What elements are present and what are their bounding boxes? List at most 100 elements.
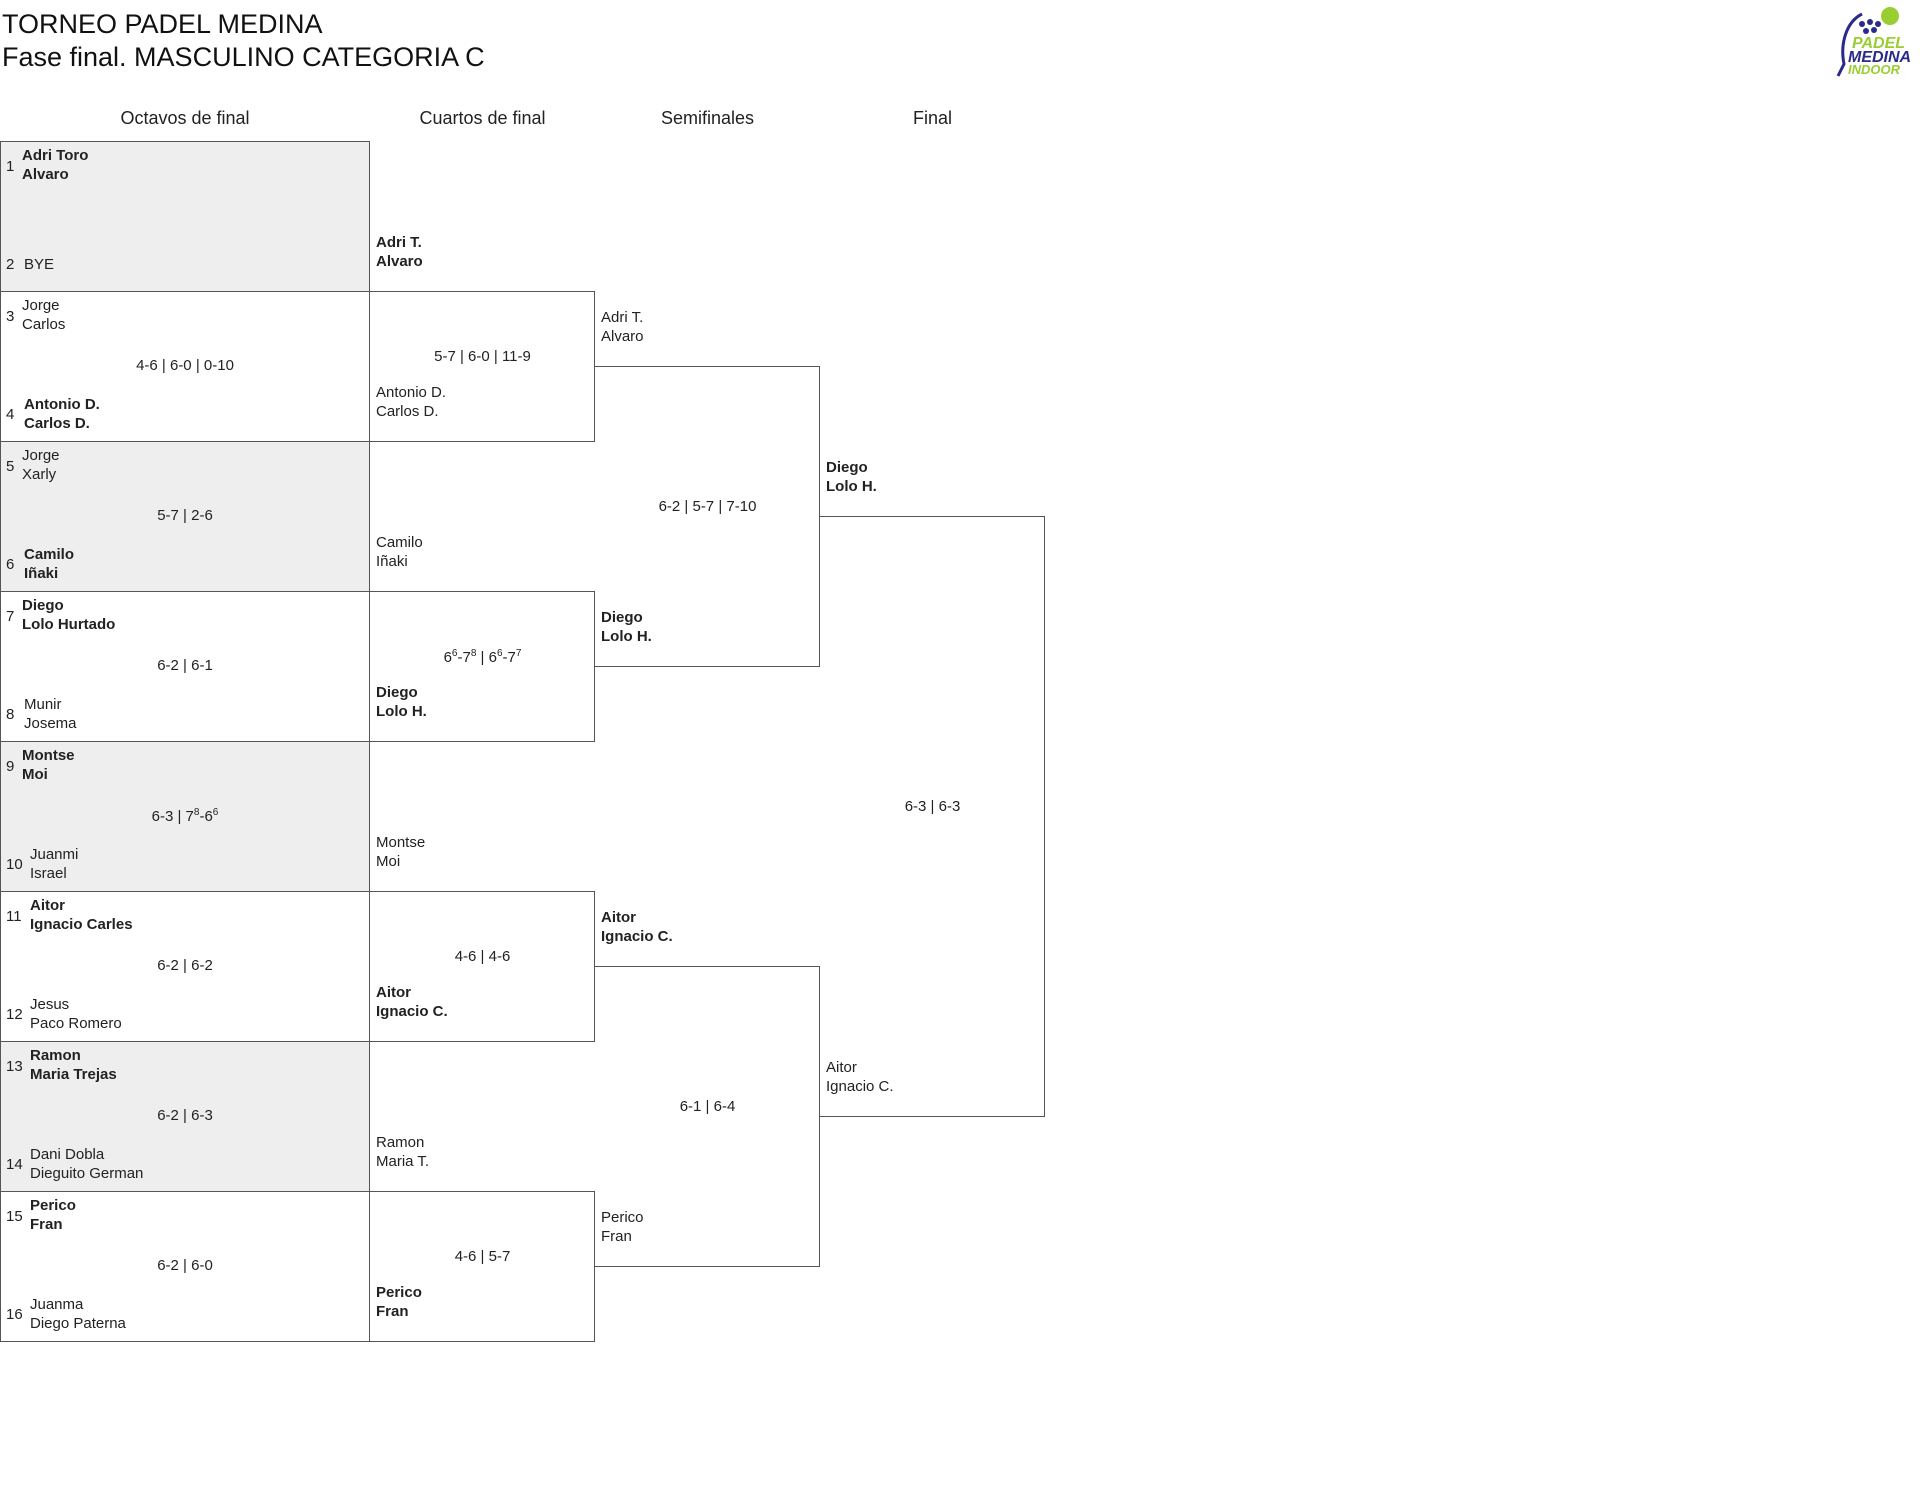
player-name: Ignacio C.	[826, 1078, 894, 1095]
player-name: Montse	[376, 834, 426, 851]
player-name: Jorge	[22, 297, 60, 314]
match-box-r16	[0, 441, 370, 592]
player-name: Jesus	[30, 996, 70, 1013]
player-name: Paco Romero	[30, 1015, 122, 1032]
match-score: 5-7 | 6-0 | 11-9	[434, 348, 531, 365]
match-score: 5-7 | 2-6	[157, 507, 213, 524]
player-name: Carlos	[22, 316, 66, 333]
player-name: Lolo H.	[376, 703, 427, 720]
seed-number: 9	[6, 758, 15, 775]
team-pair: Antonio D. Carlos D.	[24, 395, 100, 433]
player-name: Iñaki	[24, 565, 59, 582]
match-score: 66-78 | 66-77	[443, 648, 522, 666]
player-name: Ramon	[30, 1047, 81, 1064]
player-name: Carlos D.	[24, 415, 90, 432]
phase-title: Fase final. MASCULINO CATEGORIA C	[2, 42, 485, 72]
player-name: Perico	[601, 1209, 644, 1226]
player-name: Lolo H.	[601, 628, 652, 645]
player-name: Adri T.	[601, 309, 644, 326]
seed-number: 2	[6, 256, 15, 273]
player-name: Iñaki	[376, 553, 408, 570]
seed-number: 3	[6, 308, 15, 325]
player-name: Antonio D.	[376, 384, 447, 401]
svg-text:MEDINA: MEDINA	[1848, 49, 1911, 66]
match-score: 6-2 | 6-0	[157, 1257, 213, 1274]
match-score: 6-2 | 6-1	[157, 657, 213, 674]
connector-qf	[370, 291, 595, 442]
seed-number: 8	[6, 706, 15, 723]
player-name: Moi	[22, 766, 48, 783]
player-name: BYE	[24, 256, 55, 273]
player-name: Diego	[376, 684, 418, 701]
match-score: 4-6 | 4-6	[454, 948, 511, 965]
seed-number: 12	[6, 1006, 23, 1023]
seed-number: 11	[6, 908, 22, 925]
player-name: Maria Trejas	[30, 1066, 117, 1083]
player-name: Dani Dobla	[30, 1146, 105, 1163]
player-name: Juanmi	[30, 846, 79, 863]
player-name: Aitor	[601, 909, 636, 926]
player-name: Fran	[30, 1216, 63, 1233]
player-name: Dieguito German	[30, 1165, 144, 1182]
player-name: Diego	[826, 459, 868, 476]
connector-qf	[370, 1191, 595, 1342]
seed-number: 14	[6, 1156, 23, 1173]
player-name: Fran	[376, 1303, 409, 1320]
connector-qf	[370, 891, 595, 1042]
team-pair: BYE	[24, 255, 54, 274]
match-score: 4-6 | 5-7	[454, 1248, 511, 1265]
round-header-final: Final	[912, 108, 952, 128]
player-name: Munir	[24, 696, 62, 713]
team-pair: Adri T.Alvaro	[601, 308, 644, 346]
seed-number: 1	[6, 158, 15, 175]
player-name: Alvaro	[376, 253, 423, 270]
page-title: TORNEO PADEL MEDINA Fase final. MASCULIN…	[2, 8, 485, 74]
player-name: Aitor	[826, 1059, 857, 1076]
match-score: 6-3 | 78-66	[151, 807, 219, 825]
seed-number: 7	[6, 608, 15, 625]
match-score: 6-3 | 6-3	[904, 798, 961, 815]
player-name: Fran	[601, 1228, 632, 1245]
player-name: Diego	[601, 609, 643, 626]
player-name: Camilo	[376, 534, 423, 551]
player-name: Moi	[376, 853, 401, 870]
padel-medina-logo: PADEL MEDINA INDOOR	[1836, 7, 1911, 77]
player-name: Adri T.	[376, 234, 422, 251]
player-name: Antonio D.	[24, 396, 100, 413]
player-name: Maria T.	[376, 1153, 430, 1170]
connector-sf	[595, 966, 820, 1267]
match-score: 6-2 | 6-2	[157, 957, 213, 974]
player-name: Juanma	[30, 1296, 84, 1313]
seed-number: 6	[6, 556, 15, 573]
seed-number: 15	[6, 1208, 23, 1225]
player-name: Perico	[376, 1284, 422, 1301]
seed-number: 16	[6, 1306, 23, 1323]
tournament-name: TORNEO PADEL MEDINA	[2, 9, 323, 39]
player-name: Aitor	[376, 984, 411, 1001]
player-name: Ignacio Carles	[30, 916, 133, 933]
connector-qf	[370, 591, 595, 742]
match-box-r16	[0, 1041, 370, 1192]
player-name: Adri Toro	[22, 147, 89, 164]
round-header-cuartos: Cuartos de final	[419, 108, 546, 128]
player-name: Carlos D.	[376, 403, 439, 420]
